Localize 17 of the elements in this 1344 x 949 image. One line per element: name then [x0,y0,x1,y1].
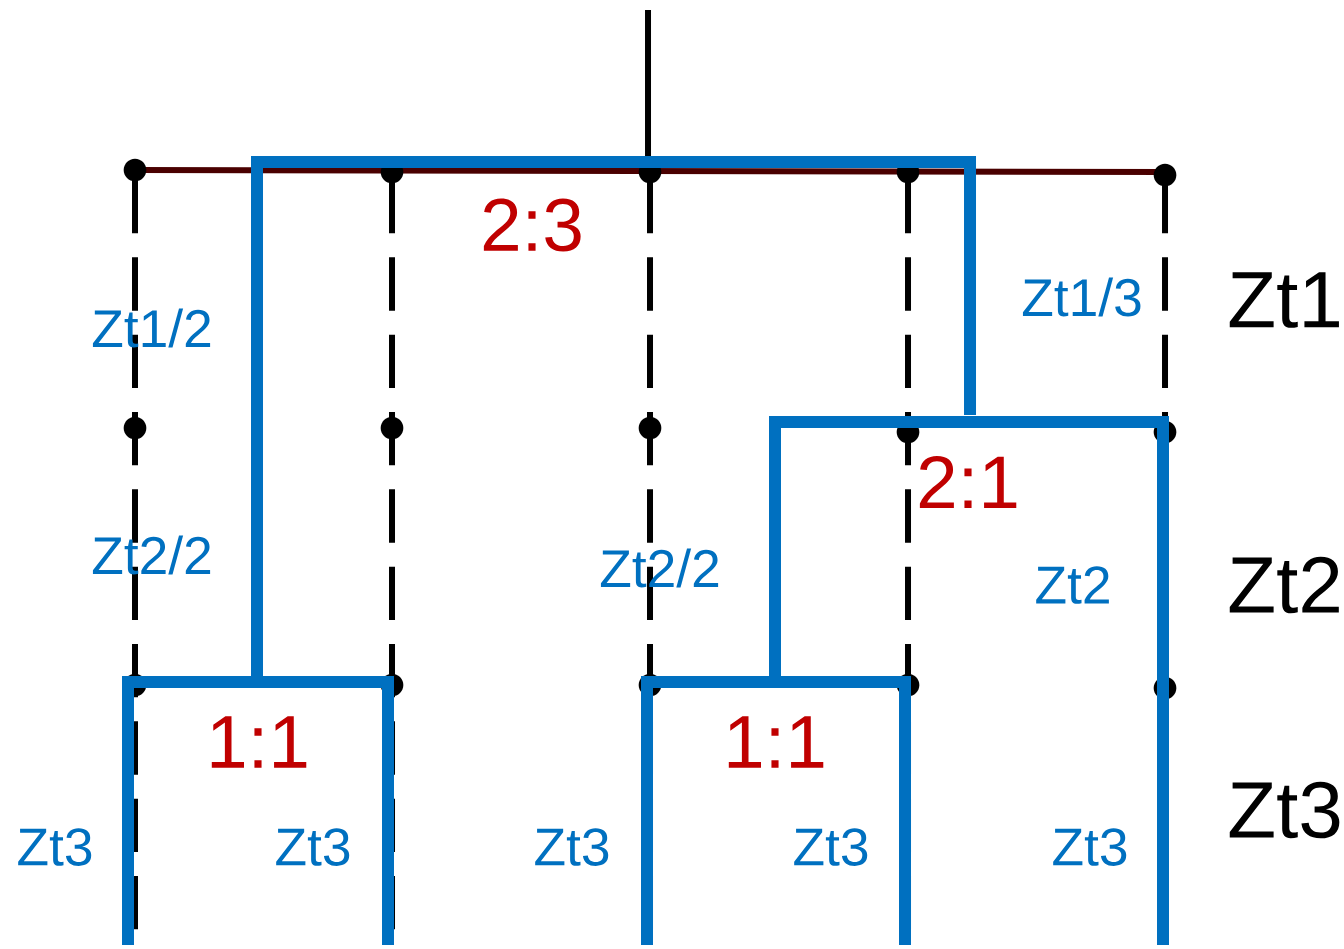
branch-label: Zt1/3 [1022,277,1141,317]
branch-label: Zt2/2 [600,548,719,588]
branch-label: Zt3 [18,828,92,866]
ratio-label: 1:1 [728,716,824,768]
branch-label: Zt2 [1036,566,1109,604]
branch-label: Zt3 [794,828,868,866]
ratio-label: 1:1 [211,716,307,768]
branch-label: Zt2/2 [92,535,211,575]
branch-label: Zt3 [1053,828,1127,866]
level-label: Zt3 [1229,781,1340,839]
ratio-label: 2:1 [919,455,1017,509]
level-label: Zt2 [1229,556,1339,614]
branch-label: Zt3 [535,828,609,866]
ratio-label: 2:3 [483,198,581,252]
branch-label: Zt3 [276,828,350,866]
level-label: Zt1 [1229,272,1339,328]
branch-label: Zt1/2 [92,308,211,348]
